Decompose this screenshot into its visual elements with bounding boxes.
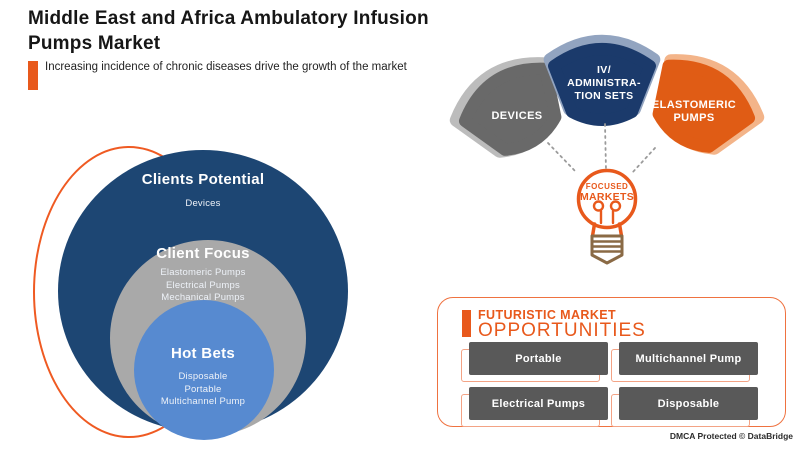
focused-markets-line: FOCUSED (585, 182, 629, 191)
petal-elastomeric-label: ELASTOMERIC PUMPS (634, 99, 754, 125)
client-focus-item: Elastomeric Pumps (160, 267, 246, 278)
focused-markets-line: MARKETS (579, 191, 634, 203)
petal-devices-label: DEVICES (491, 110, 543, 122)
clients-potential-items: Devices (185, 198, 221, 209)
tagline-text: Increasing incidence of chronic diseases… (45, 61, 407, 73)
petal-iv-line: TION SETS (574, 90, 634, 102)
accent-bar (28, 61, 38, 90)
opportunity-item-disposable: Disposable (619, 387, 758, 420)
client-focus-label: Client Focus (156, 245, 250, 262)
clients-potential-label: Clients Potential (141, 171, 265, 188)
hot-bets-circle (134, 300, 274, 440)
hot-bets-item: Disposable (178, 371, 228, 382)
hot-bets-label: Hot Bets (170, 345, 236, 362)
petal-iv-label: IV/ ADMINISTRA- TION SETS (544, 64, 664, 103)
hot-bets-items: Disposable Portable Multichannel Pump (123, 371, 283, 409)
hot-bets-item: Portable (184, 383, 222, 395)
opportunities-title: OPPORTUNITIES (478, 320, 646, 341)
client-focus-item: Electrical Pumps (166, 279, 240, 291)
client-focus-items: Elastomeric Pumps Electrical Pumps Mecha… (123, 267, 283, 305)
accent-bar (462, 310, 471, 337)
client-focus-item: Mechanical Pumps (161, 292, 245, 303)
opportunity-item-multichannel-pump: Multichannel Pump (619, 342, 758, 375)
petal-elastomeric-line: ELASTOMERIC (651, 99, 737, 111)
hot-bets-item: Multichannel Pump (160, 396, 246, 407)
petal-iv-line: ADMINISTRA- (567, 77, 641, 89)
focused-markets-graphic (440, 30, 780, 265)
opportunity-item-portable: Portable (469, 342, 608, 375)
petal-iv-line: IV/ (596, 64, 612, 76)
dmca-protection-notice: DMCA Protected © DataBridge (669, 431, 793, 441)
opportunities-panel: FUTURISTIC MARKET OPPORTUNITIES Portable… (437, 297, 786, 427)
lightbulb-icon (576, 168, 638, 265)
opportunity-item-electrical-pumps: Electrical Pumps (469, 387, 608, 420)
opportunities-kicker: FUTURISTIC MARKET (478, 308, 617, 322)
dashed-connectors (547, 123, 656, 174)
focused-markets-label: FOCUSED MARKETS (567, 182, 647, 203)
page-title: Middle East and Africa Ambulatory Infusi… (28, 8, 429, 54)
petal-elastomeric-line: PUMPS (673, 112, 715, 124)
